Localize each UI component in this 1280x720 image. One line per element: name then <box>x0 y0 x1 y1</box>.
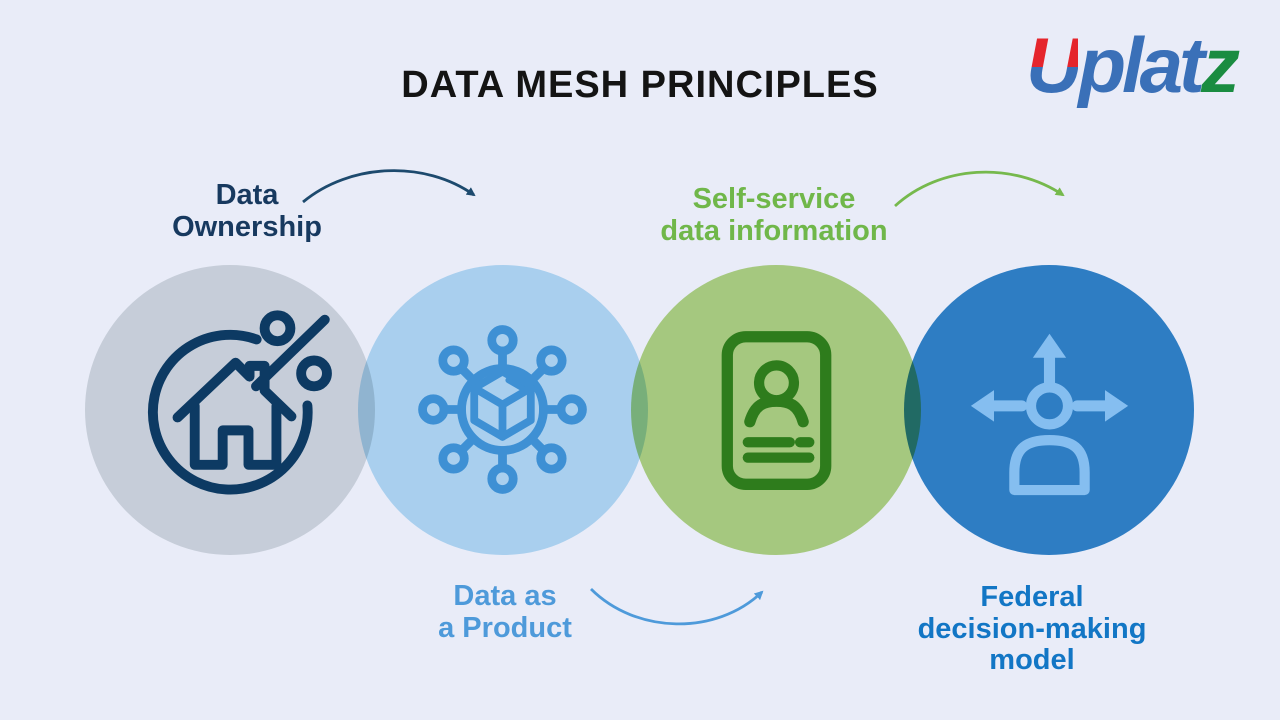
logo-letter-u: U <box>1025 21 1082 109</box>
label-line: decision-making <box>917 612 1147 645</box>
circle-federal-model <box>904 265 1194 555</box>
profile-card-icon <box>721 331 832 490</box>
label-data-ownership: Data Ownership <box>172 179 322 243</box>
label-line: Federal <box>980 581 1084 613</box>
circle-data-ownership <box>85 265 375 555</box>
logo-letter-z: z <box>1201 21 1240 109</box>
person-directions-icon <box>970 333 1129 496</box>
arrow-product-to-selfservice <box>590 588 764 626</box>
arrow-selfservice-to-federal <box>894 170 1065 208</box>
label-line: model <box>989 644 1075 676</box>
label-federal-decision-making-model: Federal decision-making model <box>917 581 1147 677</box>
circle-self-service <box>631 265 921 555</box>
label-self-service-data-information: Self-service data information <box>660 183 888 247</box>
uplatz-logo: Uplatz <box>1026 26 1240 104</box>
label-data-as-a-product: Data as a Product <box>438 580 572 644</box>
arrow-ownership-to-product <box>302 169 476 204</box>
label-line: Data as <box>453 580 557 612</box>
logo-middle: plat <box>1078 21 1205 109</box>
label-line: a Product <box>438 611 572 644</box>
distributed-package-icon <box>418 325 587 494</box>
label-line: Ownership <box>172 210 322 243</box>
page-title: DATA MESH PRINCIPLES <box>401 64 879 106</box>
house-percent-icon <box>148 310 332 495</box>
label-line: Self-service <box>692 183 856 215</box>
label-line: Data <box>215 179 279 211</box>
label-line: data information <box>660 214 888 247</box>
